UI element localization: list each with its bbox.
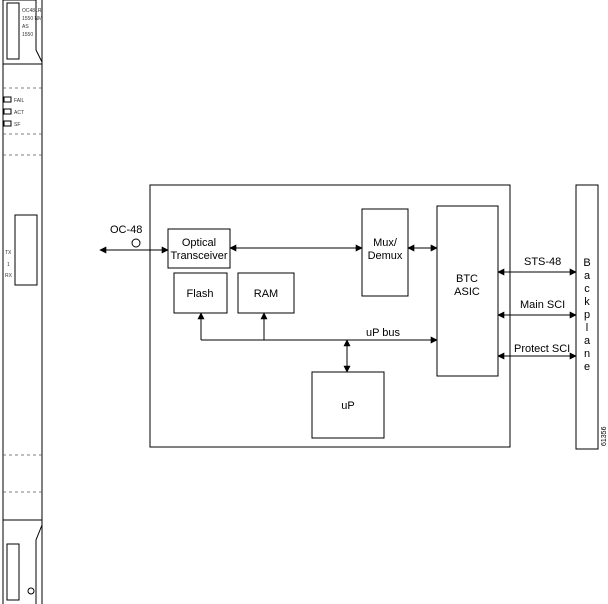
oc48-connector	[131, 238, 141, 248]
backplane-letter: p	[584, 309, 590, 321]
up-label: uP	[341, 400, 354, 412]
port-number-label: 1	[7, 262, 10, 268]
sts48-label: STS-48	[524, 256, 561, 268]
ram-label: RAM	[254, 288, 278, 300]
led-sf-label: SF	[14, 122, 20, 128]
mux-demux-label: Demux	[368, 250, 403, 262]
backplane-letter: c	[584, 283, 590, 295]
led-act	[3, 108, 12, 115]
up-bus	[197, 312, 438, 373]
backplane-block	[575, 184, 599, 450]
top-latch	[3, 0, 43, 63]
led-fail-label: FAIL	[14, 98, 25, 104]
optical-port	[14, 214, 38, 286]
card-label-line: AS	[22, 24, 29, 30]
figure-number: 61356	[601, 426, 608, 446]
flash-label: Flash	[187, 288, 214, 300]
faceplate-screw	[27, 587, 35, 595]
card-label-line: 1550 NM	[22, 16, 42, 22]
backplane-label: B a c k p l a n e	[583, 257, 591, 373]
port-rx-label: RX	[5, 273, 13, 279]
led-sf	[3, 120, 12, 127]
optical-transceiver-label: Transceiver	[170, 250, 227, 262]
port-tx-label: TX	[5, 250, 12, 256]
backplane-letter: e	[584, 361, 590, 373]
backplane-letter: l	[586, 322, 588, 334]
led-fail	[3, 96, 12, 103]
mux-demux-label: Mux/	[373, 237, 398, 249]
mux-demux-block	[361, 208, 409, 297]
protect-sci-label: Protect SCI	[514, 343, 570, 355]
btc-asic-block	[436, 205, 499, 377]
card-label-line: OC48LR	[22, 8, 42, 14]
led-act-label: ACT	[14, 110, 24, 116]
card-label: OC48LR 1550 NM AS 1550	[22, 8, 42, 38]
btc-asic-label: ASIC	[454, 286, 480, 298]
top-ejector	[6, 2, 20, 60]
oc48-label: OC-48	[110, 224, 142, 236]
card-faceplate: OC48LR 1550 NM AS 1550 FAIL ACT SF TX 1 …	[2, 0, 43, 604]
backplane-letter: k	[584, 296, 590, 308]
flash-block	[173, 272, 228, 314]
optical-transceiver-label: Optical	[182, 237, 216, 249]
backplane-letter: n	[584, 348, 590, 360]
up-bus-label: uP bus	[366, 327, 401, 339]
btc-asic-label: BTC	[456, 273, 478, 285]
main-sci-label: Main SCI	[520, 299, 565, 311]
faceplate-outline	[2, 0, 43, 604]
up-block	[311, 371, 385, 439]
bottom-latch	[35, 524, 43, 604]
backplane-letter: B	[583, 257, 590, 269]
bottom-ejector	[6, 543, 20, 601]
card-label-line: 1550	[22, 32, 33, 38]
backplane-letter: a	[584, 335, 591, 347]
backplane-letter: a	[584, 270, 591, 282]
